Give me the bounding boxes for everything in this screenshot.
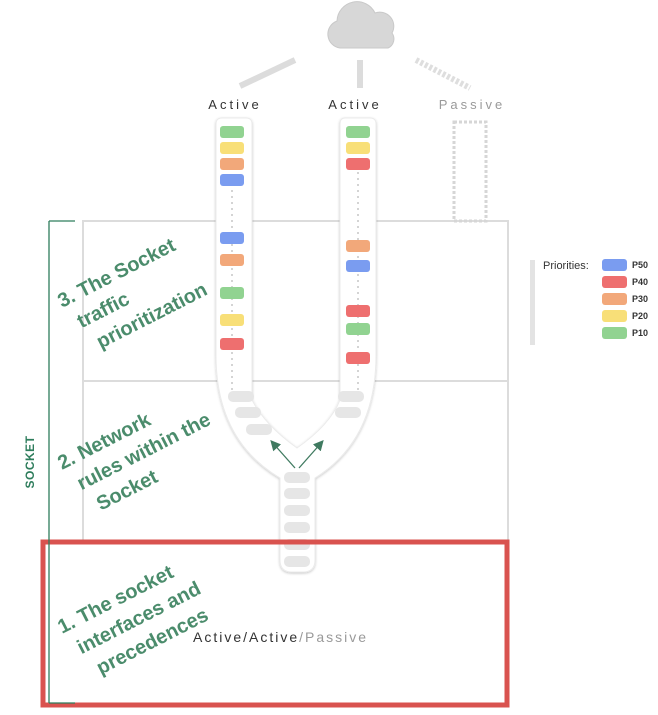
stage-box-interfaces — [40, 539, 510, 708]
legend-bar — [530, 260, 535, 345]
channel-label-2: Active — [328, 97, 381, 112]
neutral-slots — [228, 391, 364, 567]
slot — [335, 407, 361, 418]
stage-label-interfaces: 1. The socket interfaces and precedences — [54, 561, 212, 679]
packet-p10 — [220, 287, 244, 299]
legend-label-p40: P40 — [632, 277, 648, 287]
packet-p50 — [220, 174, 244, 186]
channel-label-1: Active — [208, 97, 261, 112]
legend-swatch-p50 — [602, 259, 627, 271]
packet-p10 — [220, 126, 244, 138]
packet-p10 — [346, 323, 370, 335]
arrow-right-icon — [298, 440, 324, 469]
legend-swatch-p30 — [602, 293, 627, 305]
packet-p20 — [220, 314, 244, 326]
legend-swatch-p20 — [602, 310, 627, 322]
legend-label-p30: P30 — [632, 294, 648, 304]
packet-p50 — [220, 232, 244, 244]
cloud-link-left — [238, 57, 297, 89]
packet-p40 — [346, 158, 370, 170]
mode-active-part: Active/Active — [193, 629, 299, 645]
socket-label: SOCKET — [23, 435, 37, 488]
legend-swatch-p40 — [602, 276, 627, 288]
packet-p20 — [220, 142, 244, 154]
legend-label-p20: P20 — [632, 311, 648, 321]
slot — [284, 522, 310, 533]
packet-p30 — [346, 240, 370, 252]
legend-label-p50: P50 — [632, 260, 648, 270]
slot — [235, 407, 261, 418]
slot — [246, 424, 272, 435]
passive-channel — [452, 120, 488, 223]
packet-p40 — [220, 338, 244, 350]
left-priority-queue — [220, 126, 244, 350]
slot — [284, 472, 310, 483]
packet-p50 — [346, 260, 370, 272]
packet-p30 — [220, 254, 244, 266]
legend-label-p10: P10 — [632, 328, 648, 338]
packet-p10 — [346, 126, 370, 138]
packet-p20 — [346, 142, 370, 154]
mode-label: Active/Active/Passive — [193, 629, 368, 645]
slot — [228, 391, 254, 402]
slot — [338, 391, 364, 402]
slot — [284, 556, 310, 567]
slot — [284, 505, 310, 516]
packet-p40 — [346, 305, 370, 317]
packet-p30 — [220, 158, 244, 170]
cloud-link-right — [414, 57, 472, 91]
socket-tube — [215, 117, 377, 573]
legend-swatch-p10 — [602, 327, 627, 339]
packet-p40 — [346, 352, 370, 364]
legend-title: Priorities: — [543, 260, 589, 272]
channel-label-3: Passive — [439, 97, 506, 112]
mode-passive-part: /Passive — [299, 629, 368, 645]
right-priority-queue — [346, 126, 370, 364]
cloud-icon — [327, 1, 395, 49]
slot — [284, 488, 310, 499]
arrow-left-icon — [270, 440, 296, 469]
